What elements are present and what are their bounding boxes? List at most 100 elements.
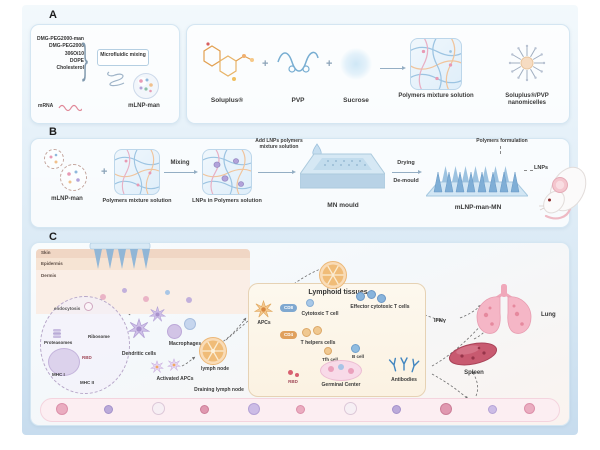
ingredient-dmg-peg2000: DMG-PEG2000 [48, 43, 84, 50]
t-helper-cell-icon [313, 326, 322, 335]
epidermis-label: Epidermis [41, 261, 63, 266]
vessel-cell [152, 402, 165, 415]
vessel-cell [56, 403, 68, 415]
spleen-label: Spleen [464, 370, 484, 376]
dermis-label: Dermis [41, 273, 57, 278]
tfh-cell-icon [324, 347, 332, 355]
b-cell-label: B cell [351, 354, 364, 359]
panel-a-label: A [49, 9, 57, 21]
mlnp-dashed-circle-2 [60, 164, 87, 191]
antibodies-label: Antibodies [391, 377, 417, 383]
lnps-pointer-line [524, 170, 533, 171]
b-cell-icon [351, 344, 360, 353]
antibodies-icon [388, 357, 420, 373]
vessel-cell [488, 405, 497, 414]
mlnp-dots-1 [49, 153, 58, 164]
dermis-cell [143, 296, 149, 302]
polymers-mixture-label-b: Polymers mixture solution [102, 198, 172, 204]
polymer-mesh-pattern-b2 [203, 150, 251, 194]
mixing-label: Mixing [170, 160, 190, 166]
polymers-mixture-label-a: Polymers mixture solution [398, 93, 474, 99]
mlnp-man-mn-label: mLNP-man-MN [454, 204, 502, 211]
vessel-cell [344, 402, 357, 415]
dermis-cell [186, 297, 192, 303]
mhc2-label: MHC II [80, 380, 94, 385]
polymers-mixture-box-b [114, 149, 160, 195]
cytotoxic-t-cell-label: Cytotoxic T cell [301, 311, 339, 317]
germinal-center-label: Germinal Center [321, 382, 361, 388]
sucrose-glow-icon [340, 48, 372, 80]
mhc1-label: MHC I [52, 372, 65, 377]
mn-mould-icon [300, 153, 385, 189]
germinal-cell-dot [338, 364, 344, 370]
endocytosis-vesicle [84, 302, 93, 311]
skin-label: Skin [41, 250, 51, 255]
panel-a-polymer-box [186, 24, 570, 124]
mlnp-dashed-circle-1 [44, 149, 64, 169]
macrophages-label: Macrophages [168, 341, 202, 347]
arrow-drying [392, 169, 422, 174]
vessel-cell [524, 403, 535, 414]
germinal-cell-dot [348, 368, 354, 374]
germinal-center-icon [320, 360, 362, 381]
lymph-node-icon [199, 337, 227, 365]
dendritic-cells-label: Dendritic cells [121, 351, 157, 357]
soluplus-label: Soluplus® [210, 97, 244, 104]
activated-apcs-label: Activated APCs [156, 376, 194, 382]
polymer-mesh-pattern-b1 [115, 150, 159, 194]
mouse-icon [539, 166, 587, 220]
polymer-mesh-pattern [411, 39, 461, 89]
dermis-cell [122, 288, 127, 293]
apc-cell-icon [254, 300, 273, 318]
add-lnps-label: Add LNPs polymers mixture solution [255, 138, 303, 150]
panel-b-label: B [49, 126, 57, 138]
lung-label: Lung [541, 312, 556, 318]
panel-a-lnp-box [30, 24, 180, 124]
ifng-label: IFNγ [434, 318, 446, 324]
vessel-cell [200, 405, 209, 414]
ribosome-label: Ribosome [88, 334, 110, 339]
plus-sign-2: + [326, 58, 333, 70]
mlnp-dots-2 [67, 170, 80, 184]
rbd-antigen-dot [295, 373, 299, 377]
formulation-pointer-line [500, 146, 501, 154]
rbd-cell-label: RBD [82, 355, 92, 360]
effector-cytotoxic-label: Effector cytotoxic T cells [350, 304, 410, 310]
activated-apc-icon [150, 360, 164, 373]
lymphoid-tissues-title: Lymphoid tissues [308, 289, 368, 296]
plus-sign-1: + [262, 58, 269, 70]
plus-sign-b: + [101, 166, 108, 178]
lnps-callout-label: LNPs [534, 165, 549, 171]
cell-nucleus [48, 348, 80, 376]
mlnp-particle-icon [133, 73, 159, 99]
microneedle-patch-icon [89, 243, 151, 269]
macrophage-icon [184, 318, 196, 330]
vessel-cell [392, 405, 401, 414]
mlnp-man-label-b: mLNP-man [51, 196, 83, 202]
mn-mould-label: MN mould [327, 202, 359, 209]
cell-inset [40, 296, 130, 394]
rbd-lymphoid-label: RBD [288, 379, 298, 384]
effector-t-cell-icon [356, 292, 365, 301]
lnps-in-polymers-label: LNPs in Polymers solution [192, 198, 262, 204]
microneedle-array-icon [426, 166, 528, 197]
endocytosis-label: endocytosis [54, 306, 81, 311]
ingredient-cholesterol: Cholesterol [56, 65, 84, 71]
arrow-mixing [164, 169, 198, 174]
lungs-icon [476, 284, 532, 334]
vessel-cell [104, 405, 113, 414]
spleen-icon [448, 342, 498, 366]
cd8-badge: CD8 [280, 304, 297, 312]
dermis-cell [100, 294, 106, 300]
drying-label: Drying [397, 160, 415, 166]
cytotoxic-t-cell-icon [306, 299, 314, 307]
polymer-mixture-box-icon [410, 38, 462, 90]
ingredient-dope: DOPE [69, 57, 84, 64]
pvp-polymer-icon [277, 51, 319, 73]
vessel-cell [296, 405, 305, 414]
dermis-cell [165, 290, 170, 295]
pvp-label: PVP [291, 97, 305, 104]
nanomicelle-icon [508, 44, 546, 82]
dendritic-cell-icon [128, 318, 150, 339]
